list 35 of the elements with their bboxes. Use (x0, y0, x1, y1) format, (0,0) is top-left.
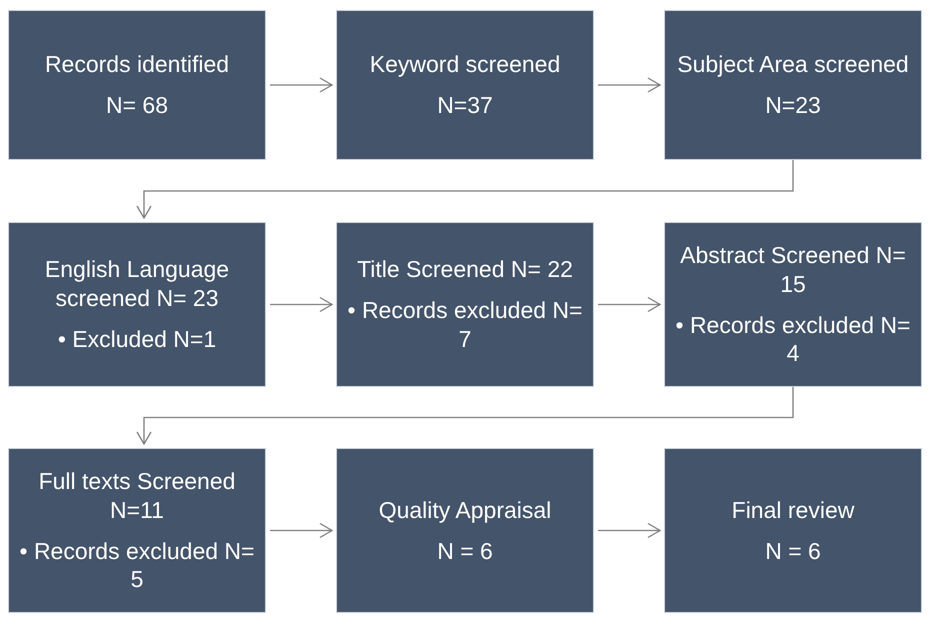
process-box (664, 448, 922, 613)
arrow (270, 522, 333, 538)
box-text: Title Screened N= 22 (357, 255, 573, 284)
bullet-item: • Excluded N=1 (58, 324, 216, 354)
process-box (8, 448, 266, 613)
bullet-item: • Records excluded N= 5 (18, 536, 256, 594)
bullet-item: • Records excluded N= 7 (346, 296, 584, 354)
box-text: Final review (732, 496, 854, 524)
arrow (270, 77, 333, 93)
process-box (336, 222, 594, 387)
arrow (598, 522, 661, 538)
box-text: N=37 (437, 91, 493, 120)
arrow (136, 160, 794, 219)
bullet-item: • Records excluded N= 4 (674, 310, 912, 368)
process-box (8, 10, 266, 160)
process-box (336, 10, 594, 160)
arrow (598, 77, 661, 93)
box-text: N=23 (765, 91, 821, 120)
box-text: Records identified (44, 50, 230, 79)
process-box (336, 448, 594, 613)
box-text: N= 68 (106, 91, 168, 120)
arrow (270, 296, 333, 312)
box-text: N = 6 (765, 536, 821, 566)
box-text: Quality Appraisal (378, 496, 552, 524)
process-box (664, 222, 922, 387)
box-text: Keyword screened (370, 50, 560, 79)
process-box (664, 10, 922, 160)
box-text: English Language screened N= 23 (44, 255, 230, 313)
box-text: Full texts Screened N=11 (38, 467, 236, 524)
box-text: Abstract Screened N= 15 (679, 241, 907, 298)
arrow (136, 387, 794, 445)
process-box (8, 222, 266, 387)
box-text: Subject Area screened (677, 50, 909, 79)
arrow (598, 296, 661, 312)
box-text: N = 6 (437, 536, 493, 566)
